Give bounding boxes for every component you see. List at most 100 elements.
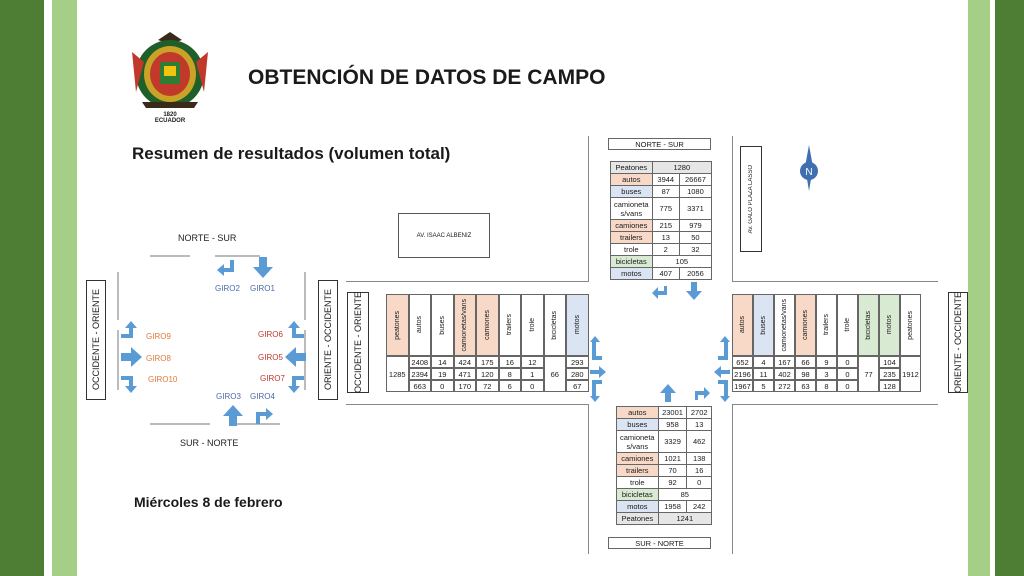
column-header: bicicletas [858, 294, 879, 356]
table-cell: 63 [795, 380, 816, 392]
south-turn-arrow-icon [695, 387, 710, 400]
table-cell: 3 [816, 368, 837, 380]
table-cell: 280 [566, 368, 589, 380]
column-header: motos [566, 294, 589, 356]
table-cell: 8 [816, 380, 837, 392]
giro8-label: GIRO8 [146, 354, 171, 363]
giro9-arrow-icon [121, 321, 137, 338]
slide-title: OBTENCIÓN DE DATOS DE CAMPO [248, 66, 606, 89]
road-edge-sw-horizontal [346, 404, 589, 405]
table-cell: 66 [795, 356, 816, 368]
table-cell: 128 [879, 380, 900, 392]
giro3-arrow-icon [223, 405, 243, 426]
east-through-arrow-icon [714, 366, 730, 378]
table-cell: 104 [879, 356, 900, 368]
slide-date: Miércoles 8 de febrero [134, 494, 283, 510]
slide-subtitle: Resumen de resultados (volumen total) [132, 144, 451, 163]
logo-country: ECUADOR [154, 118, 186, 124]
giro2-label: GIRO2 [215, 284, 240, 293]
column-header: trole [837, 294, 858, 356]
south-direction-label: SUR - NORTE [608, 537, 711, 549]
giro5-arrow-icon [285, 347, 306, 367]
table-cell: 4 [753, 356, 774, 368]
column-header: trole [521, 294, 544, 356]
table-cell: 67 [566, 380, 589, 392]
road-edge-ne-vertical [732, 136, 733, 282]
giro1-label: GIRO1 [250, 284, 275, 293]
table-cell: 0 [837, 368, 858, 380]
svg-text:N: N [805, 167, 812, 178]
table-cell: 0 [431, 380, 454, 392]
giro5-label: GIRO5 [258, 353, 283, 362]
west-direction-label: OCCIDENTE - ORIENTE [347, 292, 369, 393]
road-edge-sw-vertical [588, 404, 589, 554]
west-through-arrow-icon [590, 366, 606, 378]
column-header: buses [753, 294, 774, 356]
table-cell: 16 [498, 356, 521, 368]
table-cell: 1967 [732, 380, 753, 392]
column-header: camiones [476, 294, 499, 356]
column-header: peatones [386, 294, 409, 356]
column-header: autos [408, 294, 431, 356]
giro3-label: GIRO3 [216, 392, 241, 401]
merged-cell: 77 [858, 356, 879, 392]
giro4-label: GIRO4 [250, 392, 275, 401]
table-cell: 1 [521, 368, 544, 380]
table-cell: 293 [566, 356, 589, 368]
logo-caption: 1820 ECUADOR [140, 112, 200, 124]
table-cell: 402 [774, 368, 795, 380]
column-header: camiones [795, 294, 816, 356]
road-edge-nw-vertical [588, 136, 589, 282]
right-dark-band [995, 0, 1024, 576]
table-cell: 98 [795, 368, 816, 380]
column-header: camionetas/vans [453, 294, 476, 356]
schematic-left-label: OCCIDENTE - ORIENTE [86, 280, 106, 400]
giro1-arrow-icon [253, 257, 273, 278]
column-header: bicicletas [543, 294, 566, 356]
table-cell: 19 [431, 368, 454, 380]
table-cell: 12 [521, 356, 544, 368]
table-cell: 0 [521, 380, 544, 392]
north-turn-arrow-icon [652, 286, 667, 299]
east-turn-up-arrow-icon [718, 336, 730, 360]
table-cell: 2196 [732, 368, 753, 380]
table-cell: 0 [837, 380, 858, 392]
schematic-right-label: ORIENTE - OCCIDENTE [318, 280, 338, 400]
table-cell: 5 [753, 380, 774, 392]
giro6-label: GIRO6 [258, 330, 283, 339]
table-cell: 424 [453, 356, 476, 368]
column-header: trailers [816, 294, 837, 356]
table-cell: 2394 [408, 368, 431, 380]
ecuador-coat-of-arms-logo [132, 32, 208, 108]
street-name-galo-plaza-lasso: Av. GALO PLAZA LASSO [740, 146, 762, 252]
merged-cell: 1285 [386, 356, 409, 392]
left-light-band [52, 0, 77, 576]
giro9-label: GIRO9 [146, 332, 171, 341]
table-cell: 175 [476, 356, 499, 368]
road-edge-se-vertical [732, 404, 733, 554]
table-cell: 2408 [408, 356, 431, 368]
table-cell: 0 [837, 356, 858, 368]
road-edge-se-horizontal [732, 404, 938, 405]
merged-cell: 66 [543, 356, 566, 392]
column-header: peatones [900, 294, 921, 356]
north-through-arrow-icon [686, 282, 702, 300]
giro10-label: GIRO10 [148, 375, 178, 384]
table-cell: 8 [498, 368, 521, 380]
